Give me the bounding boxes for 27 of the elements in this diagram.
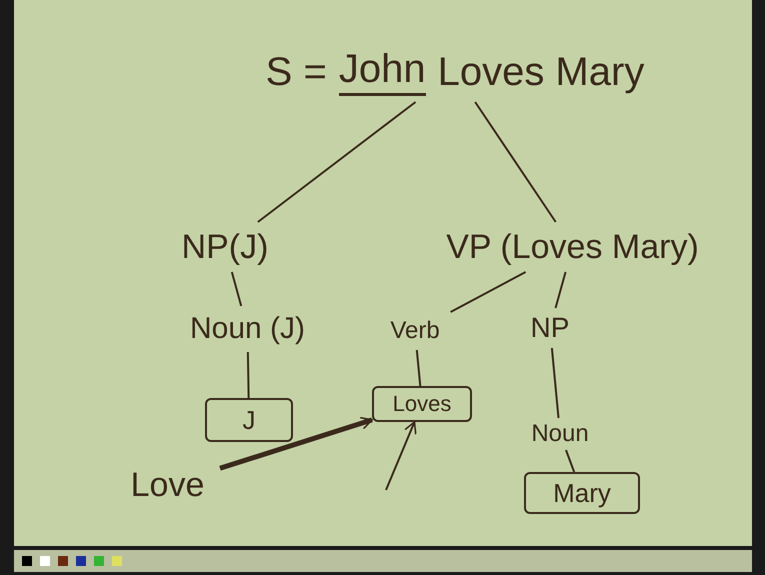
tree-branch-line (246, 352, 250, 398)
node-label: Loves Mary (438, 52, 644, 92)
node-label: Noun (J) (190, 314, 306, 344)
tree-branch-line (450, 271, 526, 313)
tree-branch-line (230, 272, 242, 306)
tree-branch-line (416, 350, 422, 386)
tree-branch-line (554, 272, 567, 308)
node-label: Noun (531, 422, 589, 446)
node-label: Loves (392, 393, 452, 415)
node-label: NP (530, 314, 570, 342)
node-label: Mary (553, 480, 611, 506)
arrow (219, 416, 373, 471)
node-label: Love (130, 468, 204, 502)
node-label: NP(J) (182, 230, 268, 264)
word-box (205, 398, 293, 442)
node-label: Verb (390, 319, 440, 343)
node-label: VP (Loves Mary) (446, 230, 699, 264)
word-box (372, 386, 472, 422)
arrow (385, 421, 417, 490)
underlined-word: John (338, 48, 426, 96)
node-label: J (242, 407, 256, 433)
word-box (524, 472, 640, 514)
tree-branch-line (474, 101, 557, 223)
tree-branch-line (257, 101, 416, 223)
node-label: S = (266, 52, 327, 92)
tree-branch-line (565, 450, 576, 472)
tree-branch-line (550, 348, 560, 418)
